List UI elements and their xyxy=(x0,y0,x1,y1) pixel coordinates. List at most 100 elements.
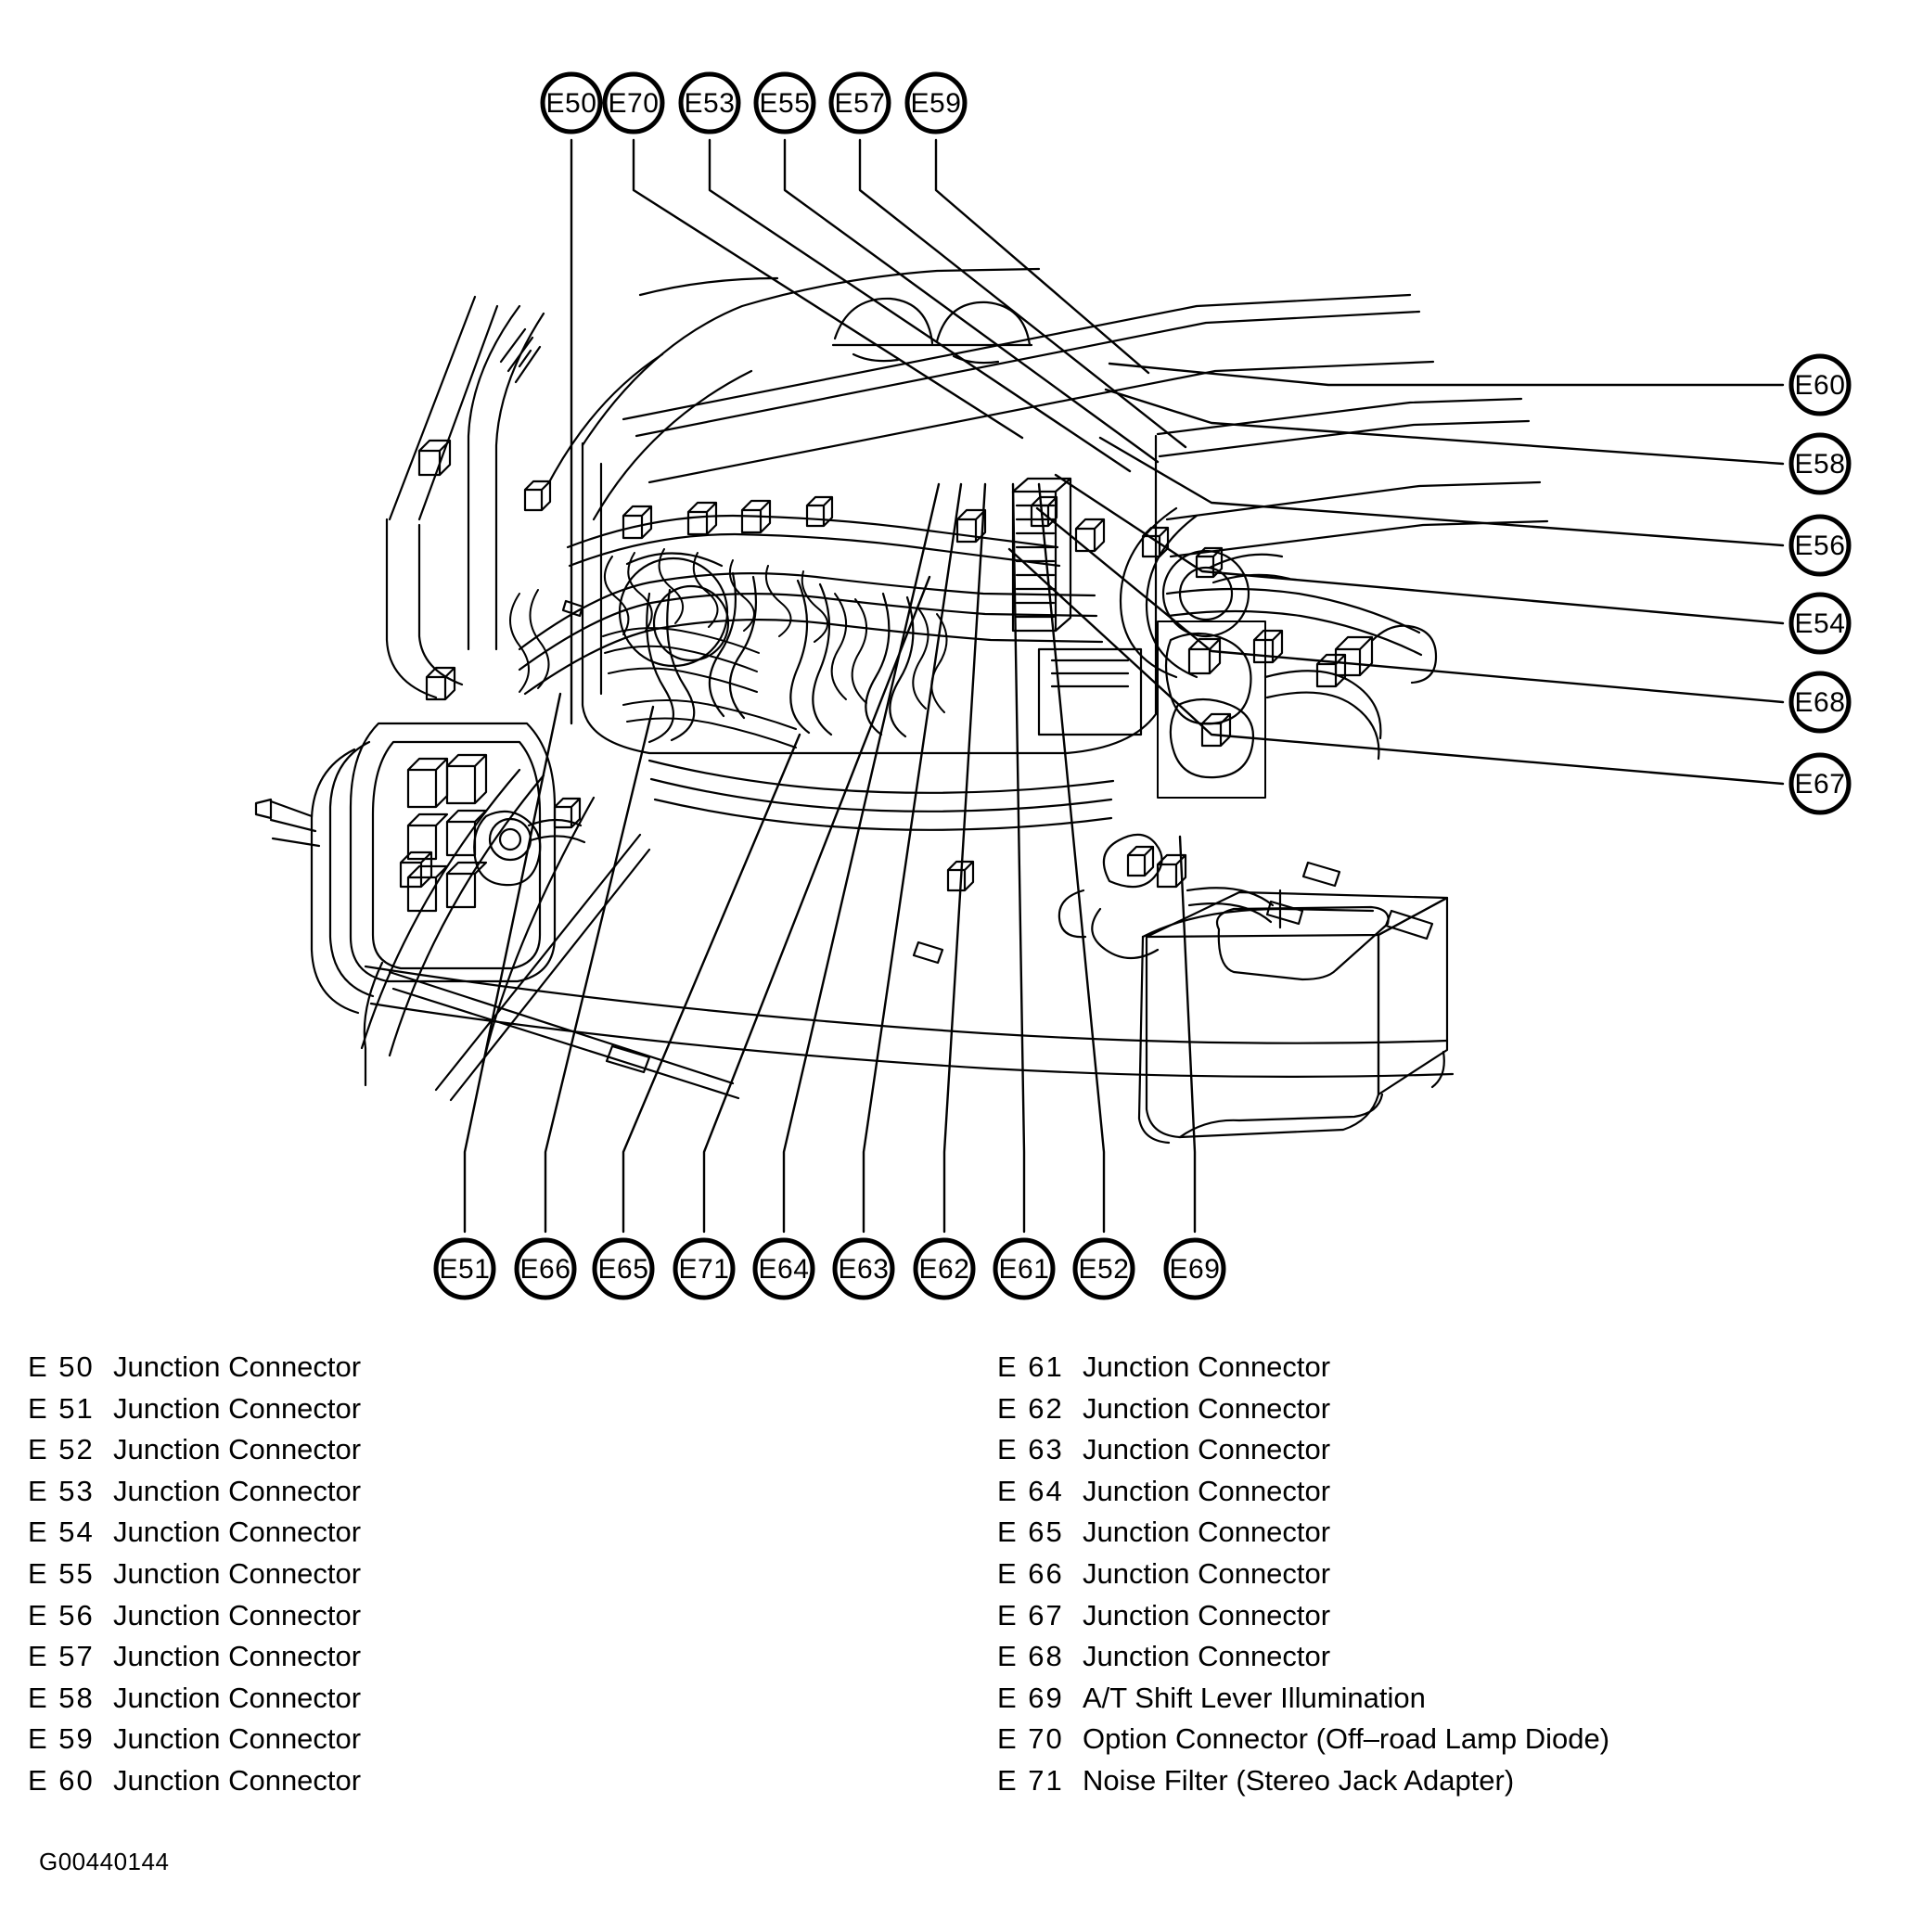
callout-circle xyxy=(828,71,891,134)
legend-row: E 71 Noise Filter (Stereo Jack Adapter) xyxy=(997,1760,1888,1802)
legend-description: Junction Connector xyxy=(1083,1474,1331,1507)
callout-e66[interactable]: E66 xyxy=(514,1237,577,1300)
callout-label: E52 xyxy=(1079,1254,1130,1285)
callout-circle xyxy=(433,1237,496,1300)
legend-description: Junction Connector xyxy=(113,1681,362,1714)
callout-label: E50 xyxy=(546,88,597,119)
callout-label: E63 xyxy=(839,1254,890,1285)
callout-e67[interactable]: E67 xyxy=(1788,752,1852,815)
callout-e68[interactable]: E68 xyxy=(1788,671,1852,734)
legend-code: E 65 xyxy=(997,1516,1064,1549)
callout-e70[interactable]: E70 xyxy=(602,71,665,134)
callout-label: E64 xyxy=(759,1254,810,1285)
callout-e56[interactable]: E56 xyxy=(1788,514,1852,577)
callout-e69[interactable]: E69 xyxy=(1163,1237,1226,1300)
callout-circle xyxy=(832,1237,895,1300)
callout-circle xyxy=(1788,432,1852,495)
legend-description: Junction Connector xyxy=(113,1433,362,1466)
callout-e51[interactable]: E51 xyxy=(433,1237,496,1300)
callout-e64[interactable]: E64 xyxy=(752,1237,815,1300)
legend-description: Junction Connector xyxy=(113,1598,362,1631)
callout-circle xyxy=(904,71,968,134)
callout-circle xyxy=(1788,353,1852,416)
legend-description: Junction Connector xyxy=(113,1763,362,1797)
callout-e63[interactable]: E63 xyxy=(832,1237,895,1300)
legend-code: E 55 xyxy=(28,1556,95,1590)
callout-circle xyxy=(753,71,816,134)
callout-circle xyxy=(1072,1237,1135,1300)
legend-code: E 63 xyxy=(997,1433,1064,1466)
callout-e59[interactable]: E59 xyxy=(904,71,968,134)
legend-description: Junction Connector xyxy=(1083,1556,1331,1590)
callout-label: E55 xyxy=(760,88,811,119)
callout-e62[interactable]: E62 xyxy=(913,1237,976,1300)
callout-e65[interactable]: E65 xyxy=(592,1237,655,1300)
legend-code: E 60 xyxy=(28,1763,95,1797)
callout-label: E61 xyxy=(999,1254,1050,1285)
legend-code: E 51 xyxy=(28,1391,95,1425)
callout-circle xyxy=(913,1237,976,1300)
callout-label: E51 xyxy=(440,1254,491,1285)
legend-row: E 56 Junction Connector xyxy=(28,1595,955,1637)
legend-description: Junction Connector xyxy=(1083,1391,1331,1425)
callout-label: E53 xyxy=(685,88,736,119)
legend-code: E 58 xyxy=(28,1681,95,1714)
callout-e60[interactable]: E60 xyxy=(1788,353,1852,416)
legend-description: Junction Connector xyxy=(113,1474,362,1507)
callout-circle xyxy=(540,71,603,134)
callout-label: E59 xyxy=(911,88,962,119)
legend-code: E 59 xyxy=(28,1722,95,1756)
callout-e52[interactable]: E52 xyxy=(1072,1237,1135,1300)
legend-description: Noise Filter (Stereo Jack Adapter) xyxy=(1083,1763,1515,1797)
callout-label: E71 xyxy=(679,1254,730,1285)
callout-circle xyxy=(592,1237,655,1300)
legend-description: Junction Connector xyxy=(113,1556,362,1590)
callout-e53[interactable]: E53 xyxy=(678,71,741,134)
legend-row: E 60 Junction Connector xyxy=(28,1760,955,1802)
figure-id: G00440144 xyxy=(39,1848,170,1875)
callout-e71[interactable]: E71 xyxy=(673,1237,736,1300)
legend-row: E 65 Junction Connector xyxy=(997,1512,1888,1554)
callout-label: E62 xyxy=(919,1254,970,1285)
legend-code: E 57 xyxy=(28,1640,95,1673)
callout-label: E58 xyxy=(1795,449,1846,480)
callout-label: E60 xyxy=(1795,370,1846,401)
callout-e58[interactable]: E58 xyxy=(1788,432,1852,495)
legend-description: Junction Connector xyxy=(113,1516,362,1549)
callout-label: E67 xyxy=(1795,769,1846,800)
callout-circle xyxy=(1788,671,1852,734)
legend-code: E 53 xyxy=(28,1474,95,1507)
callout-e57[interactable]: E57 xyxy=(828,71,891,134)
legend-code: E 56 xyxy=(28,1598,95,1631)
legend-description: Junction Connector xyxy=(113,1350,362,1383)
callout-circle xyxy=(673,1237,736,1300)
callout-e55[interactable]: E55 xyxy=(753,71,816,134)
callout-e61[interactable]: E61 xyxy=(993,1237,1056,1300)
callout-circle xyxy=(1788,752,1852,815)
callout-e54[interactable]: E54 xyxy=(1788,592,1852,655)
legend-description: Junction Connector xyxy=(1083,1516,1331,1549)
callout-e50[interactable]: E50 xyxy=(540,71,603,134)
callout-circle xyxy=(514,1237,577,1300)
legend-code: E 71 xyxy=(997,1763,1064,1797)
legend-description: Junction Connector xyxy=(1083,1433,1331,1466)
legend-row: E 63 Junction Connector xyxy=(997,1429,1888,1471)
callout-label: E57 xyxy=(835,88,886,119)
legend-row: E 53 Junction Connector xyxy=(28,1471,955,1513)
